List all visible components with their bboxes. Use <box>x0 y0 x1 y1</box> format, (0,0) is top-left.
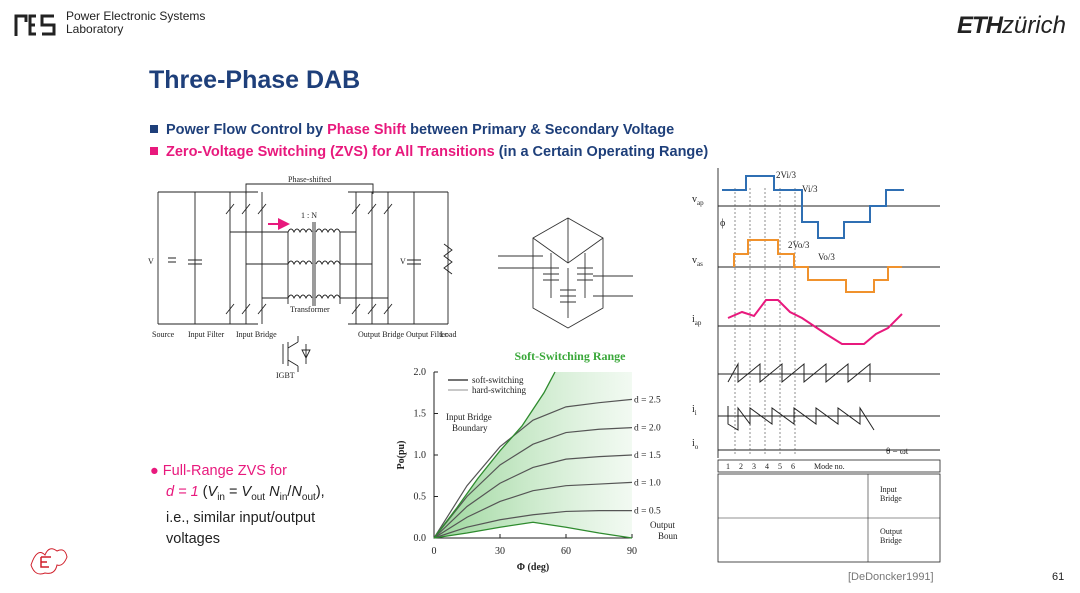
series-label: d = 2.0 <box>634 424 661 434</box>
x-tick-label: 90 <box>627 546 637 557</box>
mode-number: 5 <box>778 462 782 471</box>
series-label: d = 2.5 <box>634 395 661 405</box>
chart-title: Soft-Switching Range <box>514 349 626 363</box>
legend-soft: soft-switching <box>472 375 524 385</box>
y-tick-label: 1.5 <box>414 409 427 420</box>
note-line1: Full-Range ZVS for <box>162 463 287 479</box>
y-tick-label: 0.0 <box>414 533 427 544</box>
mode-label: Mode no. <box>814 462 845 471</box>
legend-hard: hard-switching <box>472 385 526 395</box>
annotation-output-boundary-2: Boun <box>658 531 678 541</box>
label-vi: V <box>148 257 154 266</box>
note-d-eq: d = 1 <box>166 484 199 500</box>
note-line3: i.e., similar input/output <box>166 509 316 526</box>
output-bridge-label-2: Bridge <box>880 536 902 545</box>
phi-label: ϕ <box>720 218 725 229</box>
y-axis-label: Po(pu) <box>396 441 407 470</box>
note-line4: voltages <box>166 530 221 547</box>
vap-waveform <box>722 175 904 239</box>
page-number: 61 <box>1052 571 1065 583</box>
theta-label: θ = ωt <box>886 446 909 456</box>
lab-name-line1: Power Electronic Systems <box>66 9 206 23</box>
pes-logo <box>14 14 56 36</box>
input-bridge-label-1: Input <box>880 485 898 494</box>
waveform-label: vap <box>692 194 704 207</box>
slide-title: Three-Phase DAB <box>149 66 361 94</box>
label-transformer: Transformer <box>290 305 330 314</box>
ii-waveform <box>727 406 875 431</box>
y-tick-label: 1.0 <box>414 450 427 461</box>
series-line <box>433 481 633 539</box>
input-bridge-label-2: Bridge <box>880 494 902 503</box>
label-load: Load <box>440 330 456 339</box>
zvs-note: ● Full-Range ZVS for d = 1 (Vin = Vout N… <box>150 461 390 550</box>
eth-logo-rest: zürich <box>1001 12 1066 39</box>
label-phase-shifted: Phase-shifted <box>288 175 331 184</box>
lab-name-line2: Laboratory <box>66 22 124 36</box>
waveform-label: iap <box>692 314 702 327</box>
level-2vi: 2Vi/3 <box>776 170 796 180</box>
vas-waveform <box>733 239 902 293</box>
soft-switching-region <box>434 372 632 538</box>
soft-switching-chart: 0.0 0.5 1.0 1.5 2.0 0 30 60 90 Φ (deg) Po(pu) Soft-… <box>396 349 678 573</box>
x-tick-label: 0 <box>432 546 437 557</box>
series-line <box>433 510 632 539</box>
label-output-filter: Output Filter <box>406 330 448 339</box>
epe-logo <box>30 548 68 575</box>
waveform-label: ii <box>692 404 697 417</box>
eth-logo: ETHzürich <box>957 12 1066 40</box>
series-label: d = 0.5 <box>634 507 661 517</box>
dab-circuit-diagram: Phase-shifted 1 : N Transformer V V Sour… <box>148 175 456 380</box>
mode-number: 4 <box>765 462 769 471</box>
x-axis-label: Φ (deg) <box>517 562 549 573</box>
y-tick-label: 2.0 <box>414 367 427 378</box>
series-line <box>433 398 633 539</box>
igbt-symbol <box>282 336 311 372</box>
level-vo: Vo/3 <box>818 252 835 262</box>
x-tick-label: 30 <box>495 546 505 557</box>
output-bridge-label-1: Output <box>880 527 903 536</box>
waveform-label: io <box>692 438 699 451</box>
iap-waveform <box>727 299 903 345</box>
waveform-label: vas <box>692 255 703 268</box>
bullet-2: Zero-Voltage Switching (ZVS) for All Tra… <box>150 141 708 163</box>
series-label: d = 1.0 <box>634 478 661 488</box>
level-2vo: 2Vo/3 <box>788 240 810 250</box>
transformer-3d-sketch <box>498 217 633 329</box>
eth-logo-bold: ETH <box>956 12 1003 39</box>
mode-number: 3 <box>752 462 756 471</box>
label-input-filter: Input Filter <box>188 330 225 339</box>
y-tick-label: 0.5 <box>414 492 427 503</box>
level-vi: Vi/3 <box>802 184 818 194</box>
x-tick-label: 60 <box>561 546 571 557</box>
series-line <box>433 454 633 539</box>
annotation-output-boundary-1: Output <box>650 520 676 530</box>
mode-number: 1 <box>726 462 730 471</box>
sawtooth-waveform <box>727 362 871 384</box>
label-source: Source <box>152 330 175 339</box>
lab-name: Power Electronic Systems Laboratory <box>66 10 205 36</box>
bullet-1: Power Flow Control by Phase Shift betwee… <box>150 119 708 141</box>
series-label: d = 1.5 <box>634 451 661 461</box>
output-bridge-boundary <box>433 521 633 539</box>
mode-row <box>717 459 941 473</box>
mode-number: 2 <box>739 462 743 471</box>
reference: [DeDoncker1991] <box>848 571 934 583</box>
mode-number: 6 <box>791 462 795 471</box>
label-vo: V <box>400 257 406 266</box>
input-bridge-boundary <box>433 371 556 539</box>
label-ratio: 1 : N <box>301 211 317 220</box>
label-input-bridge: Input Bridge <box>236 330 277 339</box>
label-output-bridge: Output Bridge <box>358 330 404 339</box>
bullet-list: Power Flow Control by Phase Shift betwee… <box>150 119 708 163</box>
annotation-input-boundary-1: Input Bridge <box>446 412 492 422</box>
label-igbt: IGBT <box>276 371 295 380</box>
series-line <box>433 427 633 539</box>
annotation-input-boundary-2: Boundary <box>452 423 488 433</box>
